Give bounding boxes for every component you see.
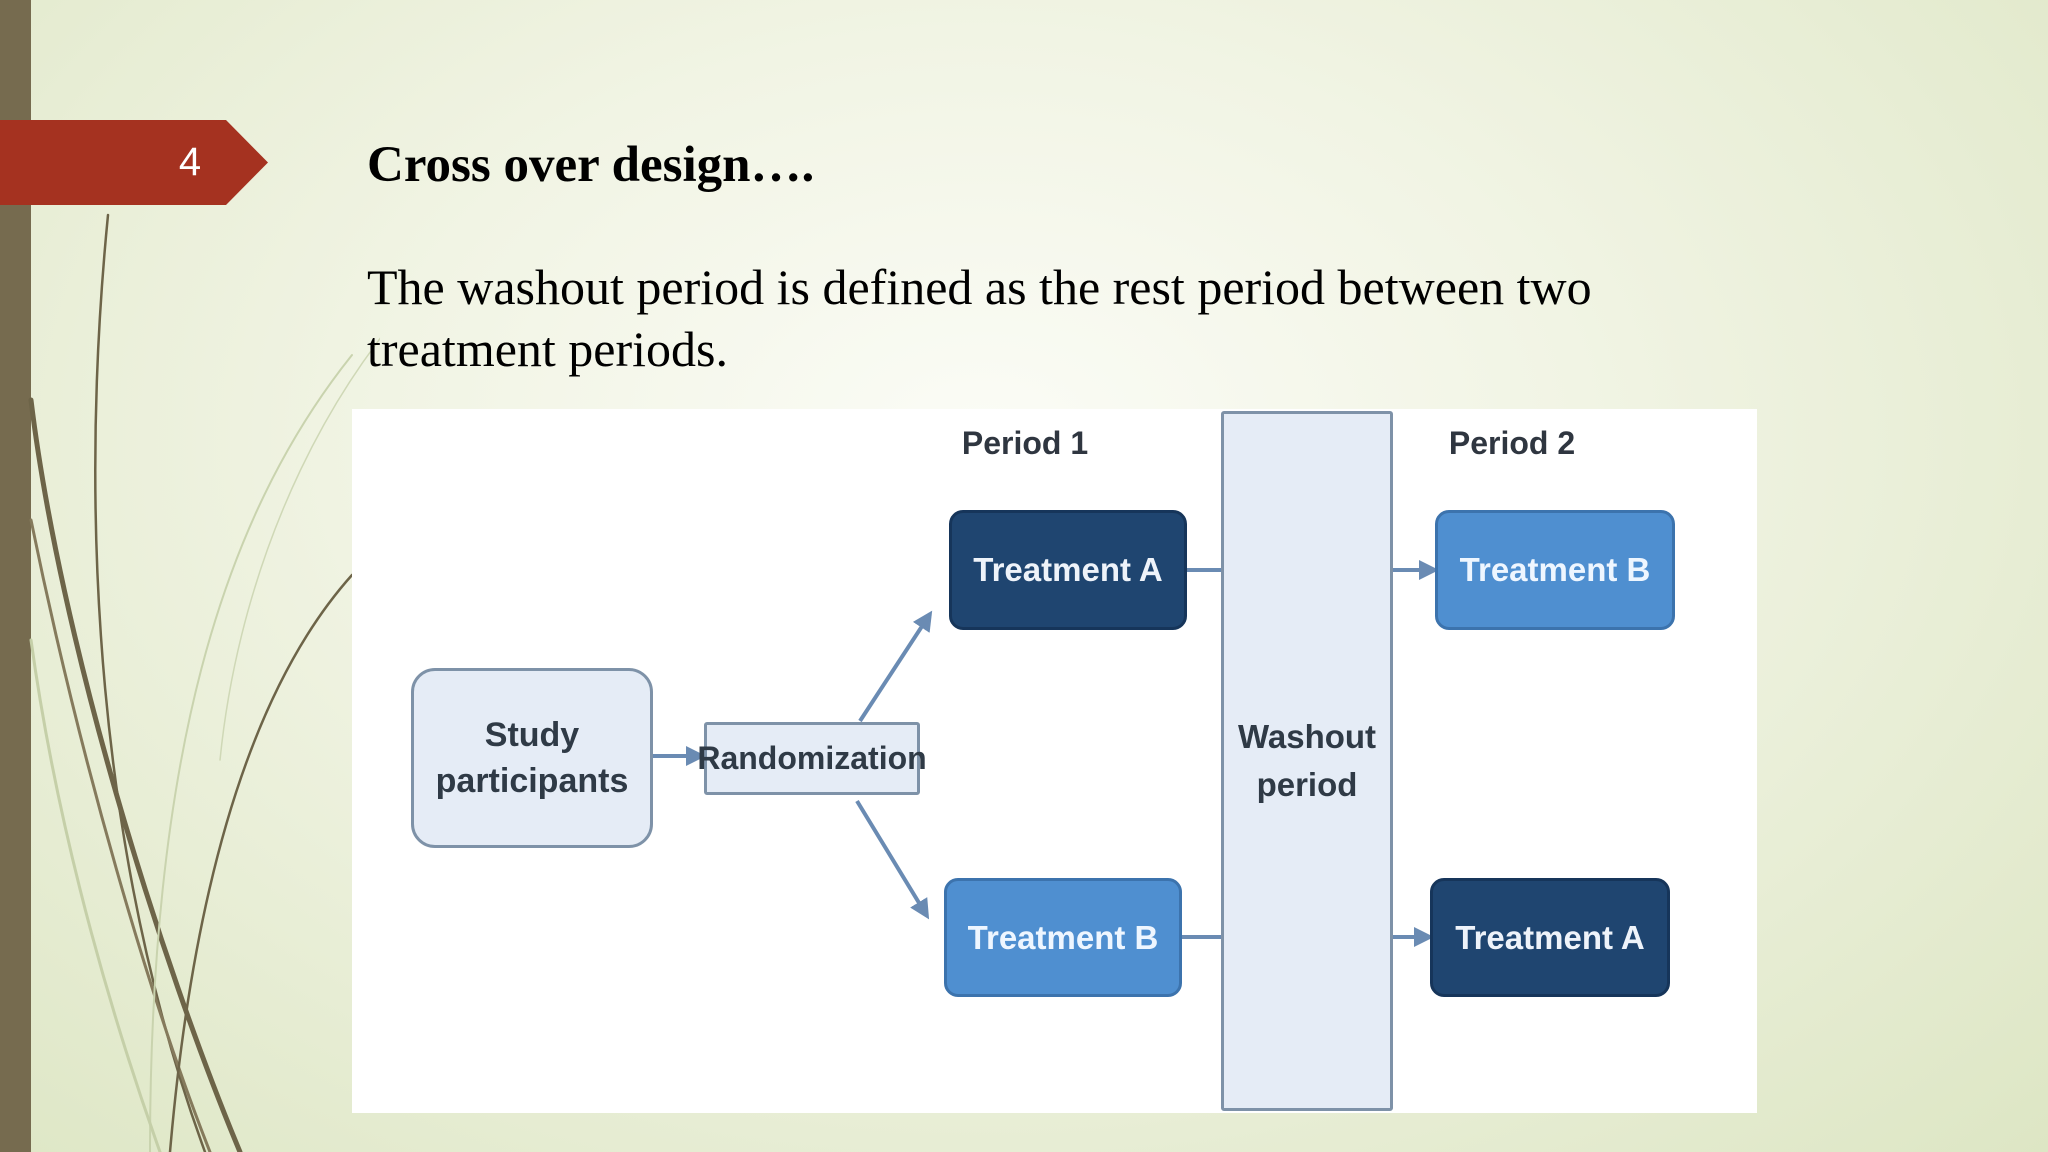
period-2-label: Period 2 (1448, 425, 1576, 461)
study-participants-box: Study participants (411, 668, 653, 848)
slide-number: 4 (178, 140, 202, 184)
body-text: The washout period is defined as the res… (367, 259, 1592, 377)
period-1-label: Period 1 (961, 425, 1089, 461)
randomization-box: Randomization (697, 722, 927, 795)
slide-number-tab: 4 (0, 120, 268, 205)
period-2-treatment-b-box: Treatment B (1435, 510, 1675, 630)
period-1-treatment-b-box: Treatment B (944, 878, 1182, 997)
period-1-treatment-a-box: Treatment A (949, 510, 1187, 630)
decorative-curves (28, 213, 380, 1152)
period-2-treatment-a-box: Treatment A (1430, 878, 1670, 997)
diagram-connectors (652, 560, 1439, 947)
washout-period-box: Washout period (1221, 411, 1393, 1111)
crossover-diagram: Period 1 Period 2 Study participants Ran… (352, 409, 1757, 1113)
slide-title: Cross over design…. (367, 137, 815, 193)
